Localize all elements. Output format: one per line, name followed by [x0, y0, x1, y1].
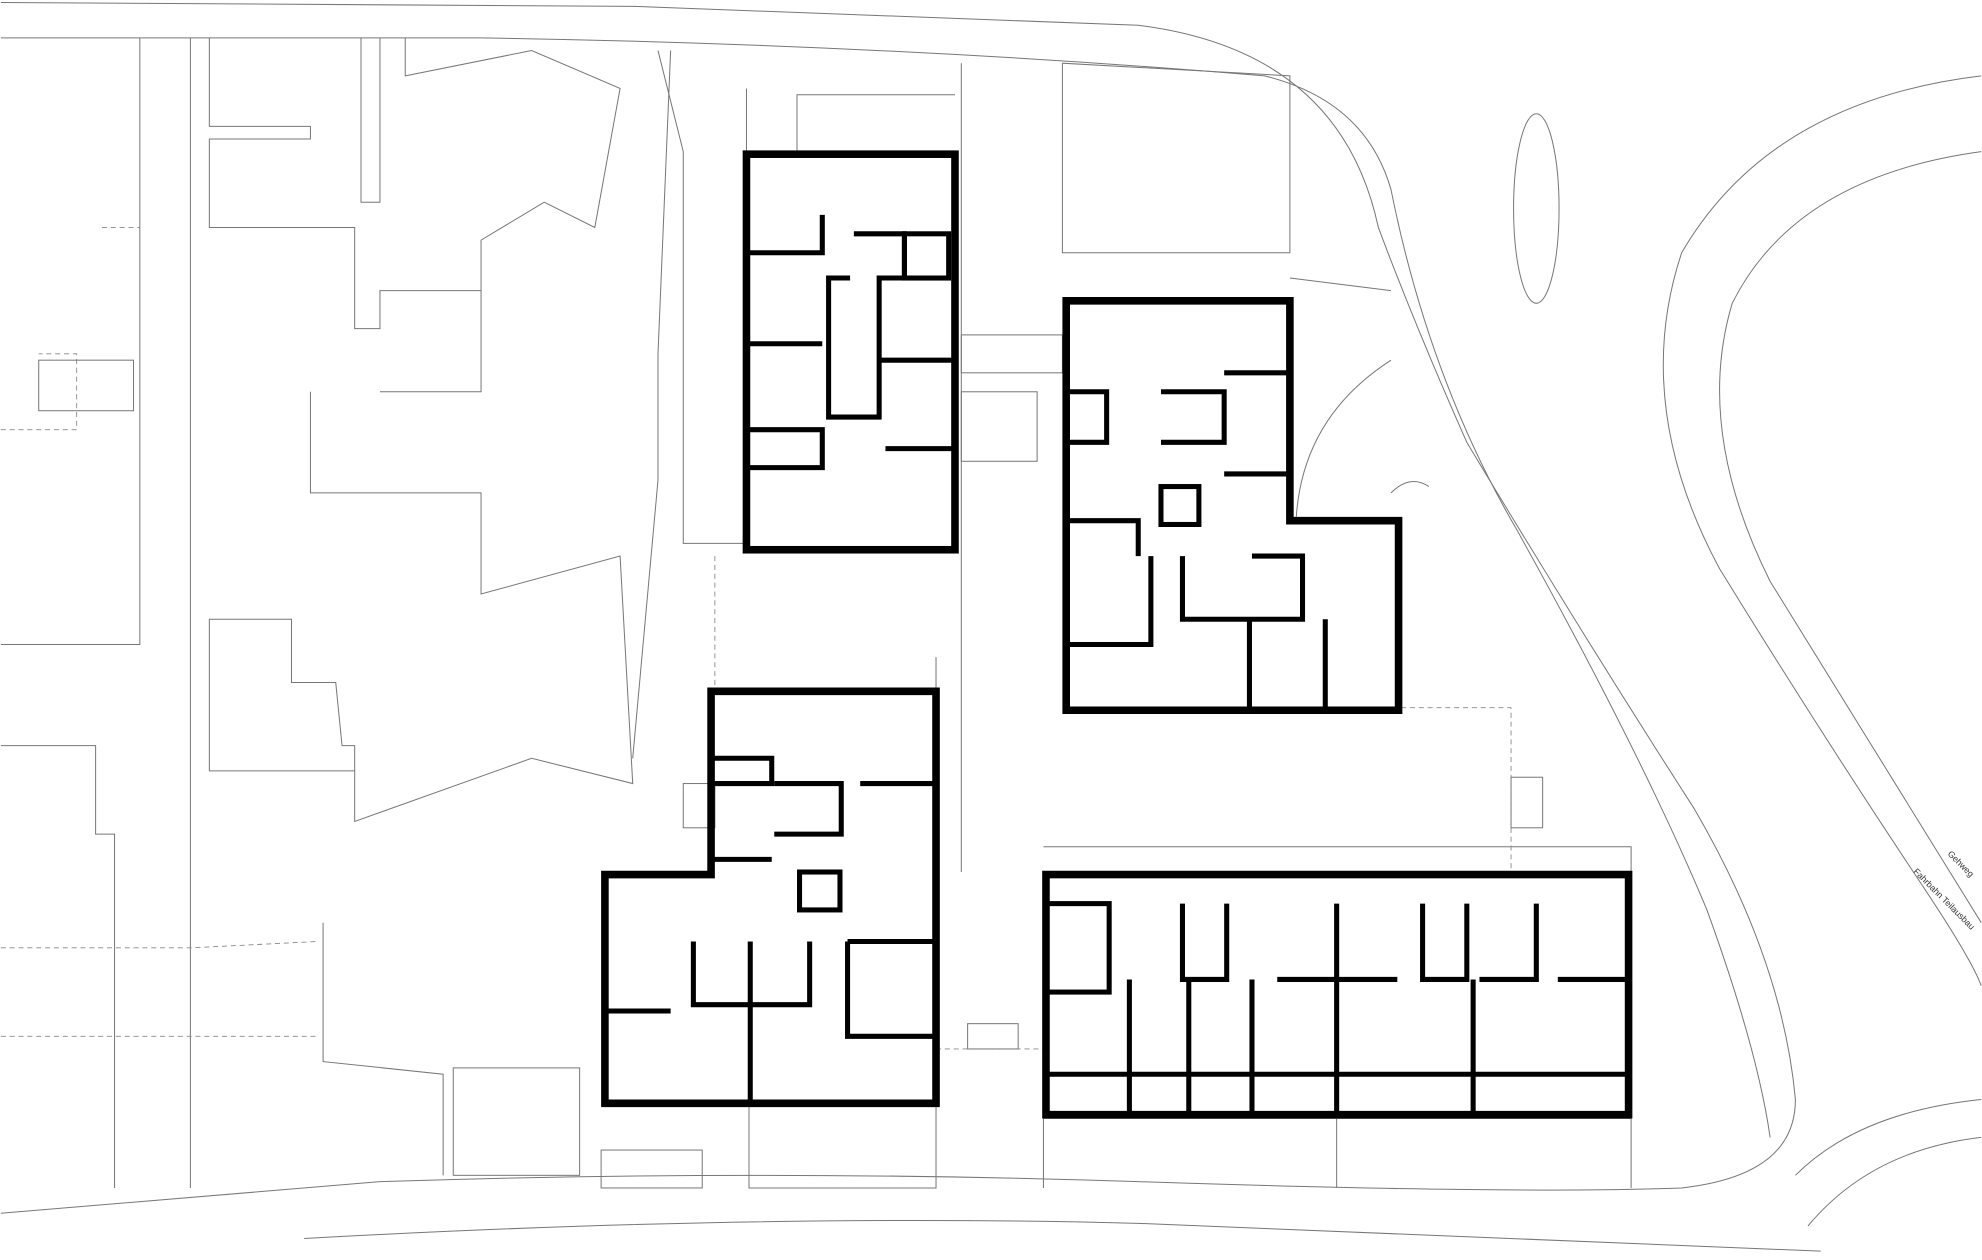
building-a: [742, 150, 959, 554]
building-b: [1062, 296, 1403, 715]
building-d: [1042, 870, 1633, 1119]
sidewalk-label: Gehweg: [1946, 849, 1976, 879]
building-c: [601, 687, 940, 1108]
